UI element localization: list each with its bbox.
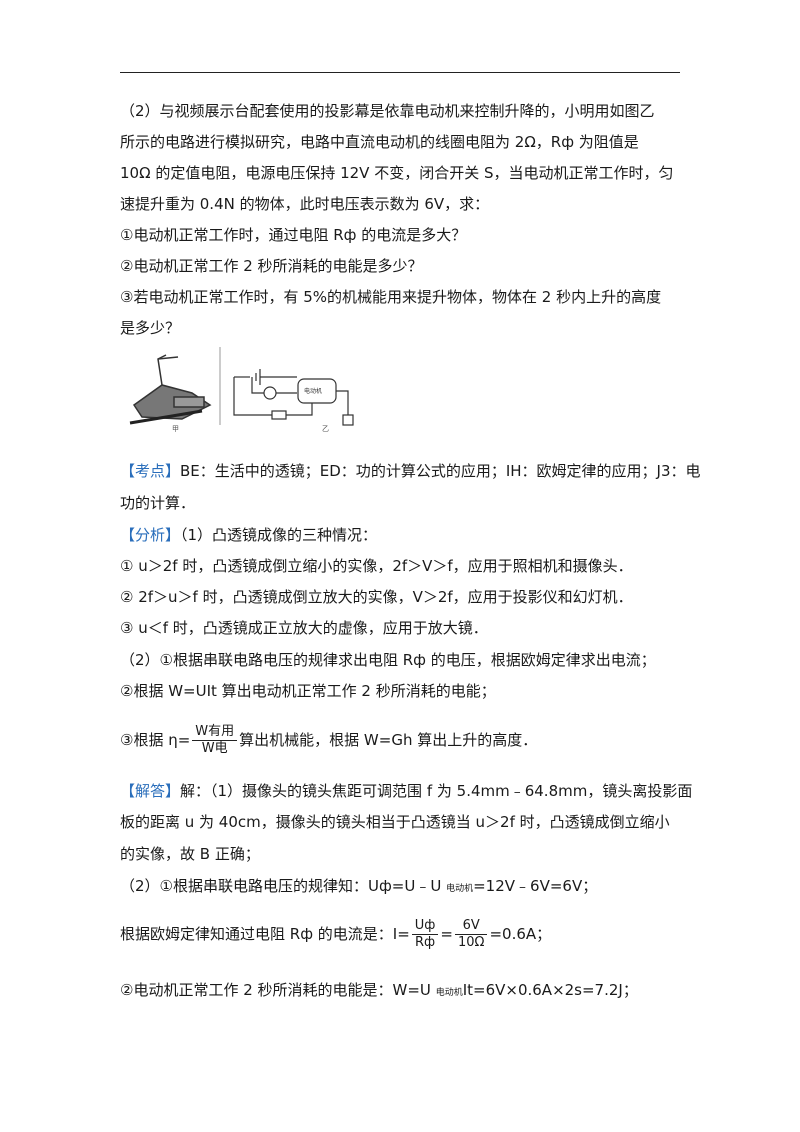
fraction-denominator: W电: [201, 741, 228, 756]
question-line-2: 所示的电路进行模拟研究，电路中直流电动机的线圈电阻为 2Ω，Rф 为阻值是: [120, 133, 639, 151]
fenxi-line-4: ③ u＜f 时，凸透镜成正立放大的虚像，应用于放大镜．: [120, 619, 488, 637]
fenxi-line-2: ① u＞2f 时，凸透镜成倒立缩小的实像，2f＞V＞f，应用于照相机和摄像头．: [120, 557, 633, 575]
jieda-tag: 【解答】: [120, 782, 181, 800]
jieda-current-prefix: 根据欧姆定律知通过电阻 Rф 的电流是：I=: [120, 925, 410, 943]
jieda-energy-suffix: It=6V×0.6A×2s=7.2J；: [462, 981, 638, 999]
fenxi-line-6: ②根据 W=UIt 算出电动机正常工作 2 秒所消耗的电能；: [120, 682, 496, 700]
fraction-bar: [455, 934, 488, 935]
fraction-bar: [192, 740, 238, 741]
fraction-numerator: W有用: [195, 724, 235, 739]
fraction-numerator: Uф: [414, 918, 436, 933]
kaodian-line-2: 功的计算．: [120, 494, 196, 512]
camera-sketch: [129, 354, 212, 425]
fenxi-line-3: ② 2f＞u＞f 时，凸透镜成倒立放大的实像，V＞2f，应用于投影仪和幻灯机．: [120, 588, 633, 606]
fraction-numerator: 6V: [462, 918, 480, 933]
question-line-4: 速提升重为 0.4N 的物体，此时电压表示数为 6V，求：: [120, 195, 490, 213]
fenxi-line-7: ③根据 η= W有用 W电算出机械能，根据 W=Gh 算出上升的高度．: [120, 720, 537, 760]
question-line-1: （2）与视频展示台配套使用的投影幕是依靠电动机来控制升降的，小明用如图乙: [120, 102, 655, 120]
motor-label: 电动机: [304, 387, 322, 395]
fenxi-text-1: （1）凸透镜成像的三种情况：: [180, 526, 378, 544]
jieda-line-2: 板的距离 u 为 40cm，摄像头的镜头相当于凸透镜当 u＞2f 时，凸透镜成倒…: [120, 813, 670, 831]
fraction-denominator: Rф: [415, 935, 436, 950]
kaodian-tag: 【考点】: [120, 462, 181, 480]
jieda-energy-prefix: ②电动机正常工作 2 秒所消耗的电能是：W=U: [120, 981, 436, 999]
jieda-uphi-prefix: （2）①根据串联电路电压的规律知：Uф=U﹣U: [120, 877, 447, 895]
fenxi-eta-prefix: ③根据 η=: [120, 731, 191, 749]
question-line-3: 10Ω 的定值电阻，电源电压保持 12V 不变，闭合开关 S，当电动机正常工作时…: [120, 164, 674, 182]
jieda-line-3: 的实像，故 B 正确；: [120, 845, 260, 863]
motor-subscript: 电动机: [435, 988, 463, 998]
sub-question-3-cont: 是多少？: [120, 319, 181, 337]
fraction-bar: [411, 934, 439, 935]
equals-sign: =: [440, 925, 453, 943]
fraction-denominator: 10Ω: [458, 935, 485, 950]
figure-label-b: 乙: [322, 425, 329, 433]
kaodian-text-1: BE：生活中的透镜；ED：功的计算公式的应用；IH：欧姆定律的应用；J3：电: [180, 462, 701, 480]
jieda-line-1: 【解答】解：（1）摄像头的镜头焦距可调范围 f 为 5.4mm﹣64.8mm，镜…: [120, 781, 692, 801]
motor-subscript: 电动机: [446, 884, 474, 894]
sub-question-1: ①电动机正常工作时，通过电阻 Rф 的电流是多大？: [120, 226, 467, 244]
fenxi-line-5: （2）①根据串联电路电压的规律求出电阻 Rф 的电压，根据欧姆定律求出电流；: [120, 651, 656, 669]
figure-label-a: 甲: [172, 425, 179, 433]
fenxi-line-1: 【分析】（1）凸透镜成像的三种情况：: [120, 525, 377, 545]
jieda-current-suffix: =0.6A；: [489, 925, 552, 943]
jieda-line-4: （2）①根据串联电路电压的规律知：Uф=U﹣U 电动机=12V﹣6V=6V；: [120, 876, 597, 899]
circuit-diagram: [233, 369, 354, 426]
fenxi-eta-suffix: 算出机械能，根据 W=Gh 算出上升的高度．: [239, 731, 538, 749]
fenxi-tag: 【分析】: [120, 526, 181, 544]
efficiency-fraction: W有用 W电: [192, 724, 238, 757]
sub-question-2: ②电动机正常工作 2 秒所消耗的电能是多少？: [120, 257, 423, 275]
jieda-line-6: ②电动机正常工作 2 秒所消耗的电能是：W=U 电动机It=6V×0.6A×2s…: [120, 980, 638, 1003]
circuit-figure: 甲 电动机 乙: [129, 347, 354, 433]
header-rule: [120, 72, 680, 73]
jieda-uphi-suffix: =12V﹣6V=6V；: [473, 877, 598, 895]
sub-question-3: ③若电动机正常工作时，有 5%的机械能用来提升物体，物体在 2 秒内上升的高度: [120, 288, 662, 306]
jieda-text-1: 解：（1）摄像头的镜头焦距可调范围 f 为 5.4mm﹣64.8mm，镜头离投影…: [180, 782, 693, 800]
kaodian-line-1: 【考点】BE：生活中的透镜；ED：功的计算公式的应用；IH：欧姆定律的应用；J3…: [120, 461, 701, 481]
